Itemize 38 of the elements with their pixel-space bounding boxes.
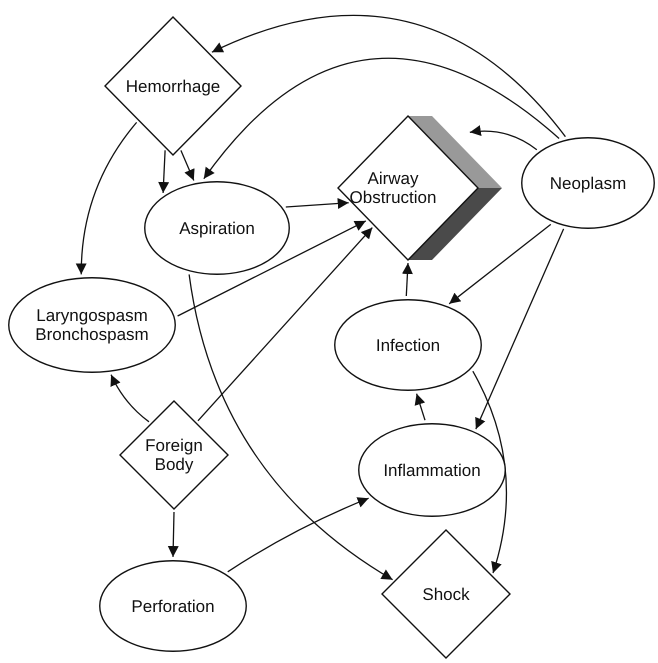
arrow: [212, 14, 566, 138]
arrow: [475, 228, 564, 430]
arrow: [76, 122, 138, 274]
process-ellipse: [8, 277, 176, 373]
arrow: [470, 126, 538, 150]
process-ellipse: [144, 181, 290, 275]
decision-diamond: [120, 401, 228, 509]
arrow: [448, 224, 552, 304]
process-ellipse: [99, 560, 247, 652]
arrow: [158, 150, 170, 194]
node-label: Laryngospasm Bronchospasm: [34, 306, 150, 344]
arrow: [472, 370, 507, 574]
node-label: Aspiration: [179, 218, 255, 238]
arrow: [227, 497, 369, 572]
arrow: [168, 512, 179, 558]
process-ellipse: [358, 423, 506, 517]
node-label: Airway Obstruction: [348, 169, 438, 207]
decision-diamond: [382, 530, 510, 658]
arrow: [286, 198, 349, 209]
node-label: Inflammation: [383, 460, 481, 480]
process-ellipse: [334, 299, 482, 391]
arrow: [197, 227, 373, 422]
node-label: Neoplasm: [550, 174, 626, 192]
arrow: [177, 220, 366, 317]
arrow: [414, 393, 426, 420]
decision-diamond: [338, 116, 502, 260]
arrow: [110, 374, 150, 422]
node-label: Foreign Body: [144, 436, 204, 474]
process-ellipse: [521, 137, 655, 229]
decision-diamond: [105, 17, 241, 155]
arrow: [180, 150, 195, 181]
node-label: Shock: [422, 584, 470, 604]
node-label: Hemorrhage: [126, 76, 220, 96]
arrow: [203, 58, 560, 180]
arrow: [402, 262, 413, 296]
node-label: Infection: [376, 336, 440, 354]
arrow: [188, 274, 393, 580]
node-label: Perforation: [131, 596, 215, 616]
